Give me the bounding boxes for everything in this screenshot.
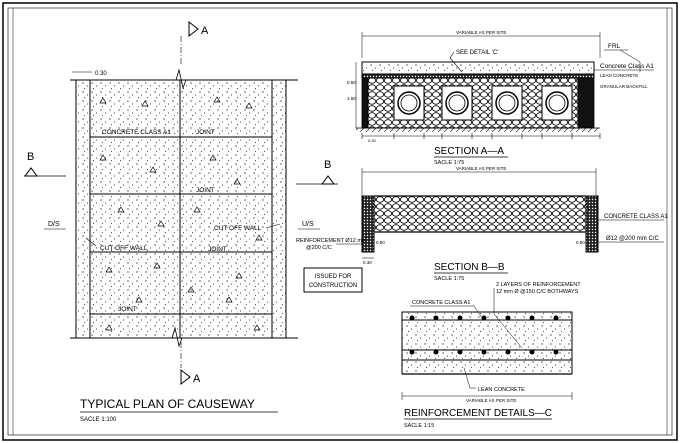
detail-c-variable: VARIABLE AS PER SITE [466, 398, 516, 403]
section-aa-frl: FRL [608, 43, 621, 50]
section-bb-scale: SACLE 1:75 [434, 276, 464, 282]
sheet-inner-border [7, 7, 673, 436]
plan-joint-label-2: JOINT [196, 187, 215, 194]
issued-line-2: CONSTRUCTION [309, 283, 357, 289]
section-b-label-right: B [324, 159, 331, 171]
detail-c-slab [401, 311, 573, 361]
plan-joint-label-4: JOINT [118, 306, 137, 313]
section-aa-lean [361, 73, 595, 79]
plan-joint-label-3: JOINT [208, 246, 227, 253]
plan-cut-off-wall-left: CUT OFF WALL [100, 245, 148, 252]
section-b-marker-right [321, 175, 335, 185]
section-bb-dim-left: 0.50 [376, 240, 385, 245]
plan-scale: SACLE 1:100 [80, 417, 117, 423]
section-bb-slab [373, 195, 587, 233]
issued-line-1: ISSUED FOR [315, 274, 352, 280]
section-aa-bottom-dim: 0.30 [368, 138, 377, 143]
section-a-marker-top [188, 20, 199, 38]
plan-dim-top: 0.30 [95, 71, 107, 77]
plan-us-label: U/S [302, 221, 314, 228]
section-bb-wall-left [361, 195, 375, 253]
section-a-label-top: A [201, 25, 209, 37]
section-bb-dim-right: 0.50 [576, 240, 585, 245]
plan-cut-off-wall-right: CUT OFF WALL [214, 225, 262, 232]
detail-c-lean [401, 359, 573, 375]
section-aa-dim-2: 1.50 [347, 96, 356, 101]
plan-ds-label: D/S [48, 221, 60, 228]
section-bb-concrete: CONCRETE CLASS A1 [604, 214, 668, 220]
detail-c-concrete: CONCRETE CLASS A1 [412, 300, 470, 306]
section-aa-top-slab [361, 61, 595, 75]
section-bb-reinf-left-1: REINFORCEMENT Ø12 mm [296, 238, 367, 244]
plan-slab [89, 79, 273, 339]
section-aa-concrete: Concrete Class A1 [600, 63, 654, 70]
section-aa: VARIABLE AS PER SITE SEE DETAIL 'C' FRL [347, 30, 654, 166]
plan-concrete-label: CONCRETE CLASS A1 [102, 129, 171, 136]
section-aa-variable: VARIABLE AS PER SITE [456, 30, 506, 35]
section-a-marker-bottom [180, 368, 191, 386]
detail-c-layers-2: 12 mm Ø @150 C/C BOTHWAYS [496, 289, 579, 295]
detail-c-lean-label: LEAN CONCRETE [478, 387, 525, 393]
section-b-marker-left [24, 167, 38, 177]
section-aa-see-detail: SEE DETAIL 'C' [456, 50, 498, 56]
section-b-label-left: B [27, 151, 34, 163]
plan-joint-label-1: JOINT [196, 129, 215, 136]
section-aa-backfill-label: GRANULAR BACKFILL [600, 84, 648, 89]
section-aa-title: SECTION A—A [434, 146, 504, 157]
detail-c-layers-1: 2 LAYERS OF REINFORCEMENT [496, 282, 581, 288]
cut-off-wall-right [271, 79, 287, 339]
section-aa-scale: SACLE 1:75 [434, 160, 464, 166]
section-bb-title: SECTION B—B [434, 262, 505, 273]
reinforcement-detail-c: 2 LAYERS OF REINFORCEMENT 12 mm Ø @150 C… [401, 282, 581, 429]
cut-off-wall-left [75, 79, 91, 339]
plan-title: TYPICAL PLAN OF CAUSEWAY [80, 397, 255, 411]
typical-plan: A A B 0.30 [24, 20, 320, 423]
section-bb: VARIABLE AS PER SITE CONCRETE CLASS A1 Ø… [296, 166, 668, 282]
detail-c-scale: SACLE 1:15 [404, 423, 434, 429]
section-a-label-bottom: A [193, 373, 201, 385]
section-bb-reinf-left-2: @200 C/C [306, 245, 332, 251]
section-bb-variable: VARIABLE AS PER SITE [456, 166, 506, 171]
section-aa-lean: LEAN CONCRETE [600, 73, 638, 78]
section-bb-reinf-right: Ø12 @200 mm C/C [606, 236, 659, 242]
section-aa-dim-1: 0.50 [347, 80, 356, 85]
detail-c-title: REINFORCEMENT DETAILS—C [404, 408, 552, 419]
issued-stamp: ISSUED FOR CONSTRUCTION [303, 267, 363, 293]
section-bb-dim-bottom: 0.30 [363, 260, 372, 265]
section-bb-wall-right [585, 195, 599, 253]
